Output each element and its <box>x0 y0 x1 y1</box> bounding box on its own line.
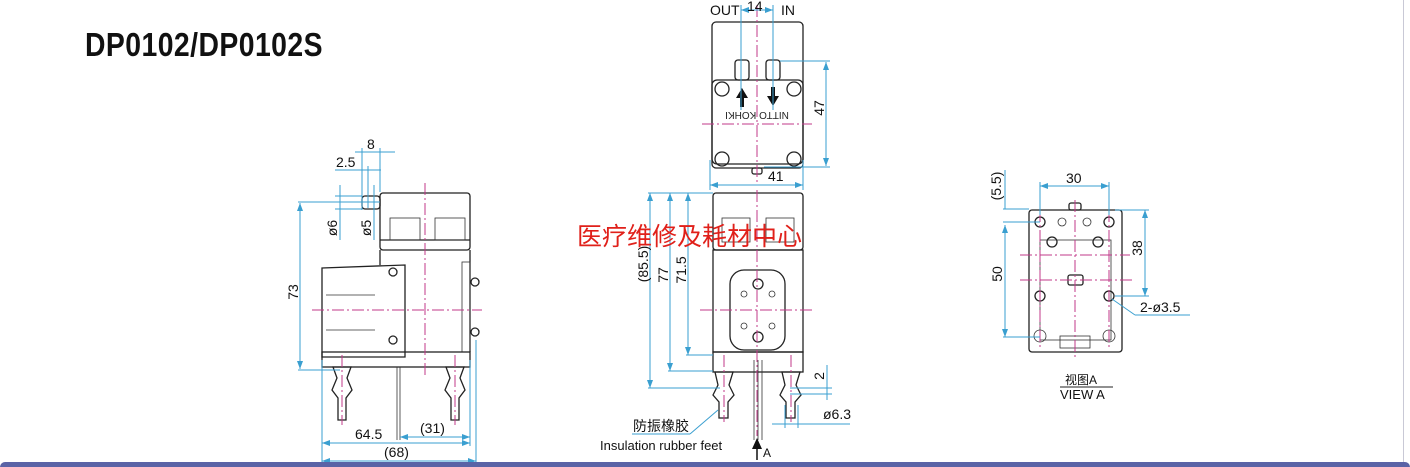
dim-50: 50 <box>989 266 1005 282</box>
dim-14: 14 <box>747 0 763 14</box>
dim-71-5: 71.5 <box>673 256 689 283</box>
dim-85-5: (85.5) <box>635 246 651 283</box>
feet-label-cn: 防振橡胶 <box>633 418 689 434</box>
page-edge-rule <box>1403 0 1404 462</box>
dim-5-5: (5.5) <box>988 172 1004 201</box>
dim-30: 30 <box>1066 170 1082 186</box>
page-title: DP0102/DP0102S <box>85 26 323 63</box>
view-a-caption-cn: 视图A <box>1065 372 1097 387</box>
in-label: IN <box>781 2 795 18</box>
dim-77: 77 <box>655 267 671 283</box>
bottom-band <box>0 462 1410 467</box>
dim-31: (31) <box>420 420 445 436</box>
dim-68: (68) <box>384 444 409 460</box>
dim-73: 73 <box>285 284 301 300</box>
top-view: NITTO KOHKI OUT IN 14 47 41 <box>702 0 830 190</box>
dim-phi5: ø5 <box>358 220 374 237</box>
holes-label: 2-ø3.5 <box>1140 299 1181 315</box>
view-arrow-icon <box>752 438 762 449</box>
dim-41: 41 <box>768 168 784 184</box>
dim-8: 8 <box>367 136 375 152</box>
dim-phi6: ø6 <box>324 220 340 237</box>
out-label: OUT <box>710 2 740 18</box>
view-arrow-label: A <box>763 446 771 460</box>
dim-phi6-3: ø6.3 <box>823 406 851 422</box>
dim-47: 47 <box>811 100 827 116</box>
watermark: 医疗维修及耗材中心 <box>577 222 802 251</box>
dim-38: 38 <box>1129 240 1145 256</box>
feet-label-en: Insulation rubber feet <box>600 438 723 453</box>
view-a-caption-en: VIEW A <box>1060 387 1105 402</box>
side-view: 73 8 2.5 ø6 ø5 (31) 64.5 (68) <box>285 136 482 466</box>
dim-64-5: 64.5 <box>355 426 382 442</box>
view-a: 30 (5.5) 50 38 2-ø3.5 视图A VIEW A <box>988 170 1190 402</box>
dim-2-5: 2.5 <box>336 154 356 170</box>
front-view: (85.5) 77 71.5 2 ø6.3 防振橡胶 Insulation ru… <box>600 190 851 460</box>
dim-2: 2 <box>811 372 827 380</box>
